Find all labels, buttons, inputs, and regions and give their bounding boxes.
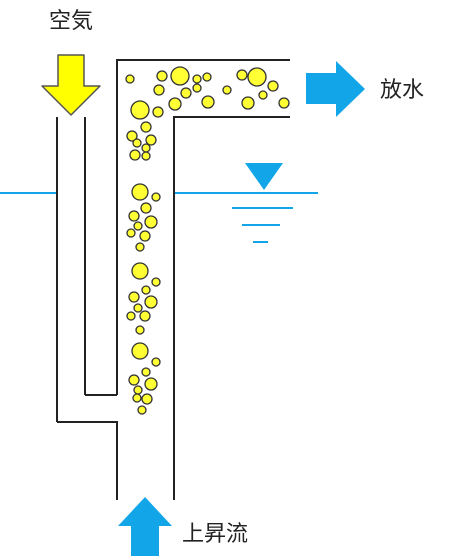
down-arrow-icon — [41, 54, 101, 116]
right-arrow-icon — [306, 61, 365, 117]
up-arrow-icon — [118, 497, 172, 556]
upflow-label: 上昇流 — [182, 522, 248, 547]
water-level-triangle-icon — [232, 163, 293, 243]
pipe-walls — [56, 59, 290, 500]
air-bubbles — [125, 66, 290, 415]
discharge-label: 放水 — [380, 78, 424, 103]
air-label: 空気 — [49, 9, 93, 34]
